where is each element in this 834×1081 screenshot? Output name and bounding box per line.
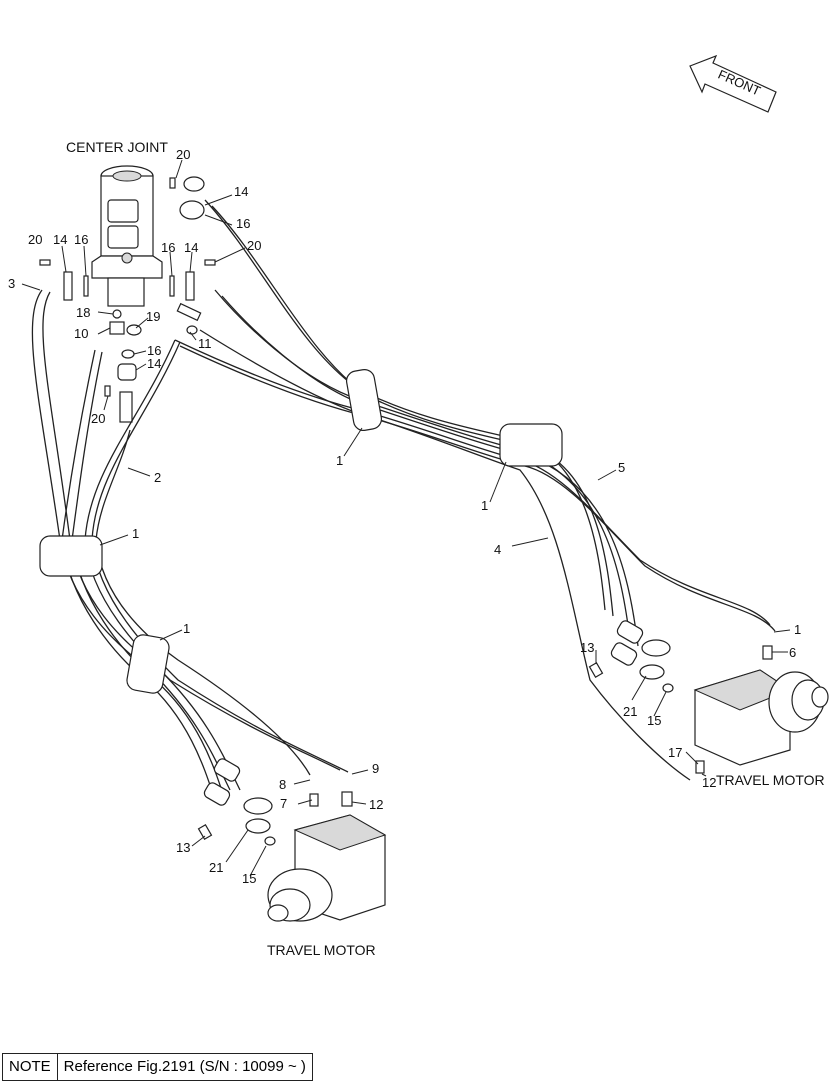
travel-motor-right-label: TRAVEL MOTOR [716,772,825,788]
leader-lines [21,159,791,877]
callout: 1 [183,621,190,636]
callout: 14 [53,232,67,247]
callout: 16 [74,232,88,247]
callout: 16 [147,343,161,358]
note-tag: NOTE [3,1054,58,1080]
callout: 1 [132,526,139,541]
callout: 13 [176,840,190,855]
callout: 5 [618,460,625,475]
callout: 10 [74,326,88,341]
callout: 7 [280,796,287,811]
travel-motor-right [588,620,829,774]
center-joint [91,165,163,307]
callout: 1 [336,453,343,468]
hose-clamps [39,369,563,694]
callout: 15 [647,713,661,728]
callout: 11 [198,336,212,351]
callout: 21 [623,704,637,719]
callout: 19 [146,309,160,324]
callout: 18 [76,305,90,320]
travel-motor-left-label: TRAVEL MOTOR [267,942,376,958]
hoses-left-bundle [31,289,349,801]
callout: 9 [372,761,379,776]
callout: 12 [702,775,716,790]
callout: 12 [369,797,383,812]
front-arrow: FRONT [689,54,777,113]
callout: 20 [176,147,190,162]
callout: 14 [234,184,248,199]
callout: 14 [184,240,198,255]
callout: 6 [789,645,796,660]
callout: 8 [279,777,286,792]
callout: 2 [154,470,161,485]
callout: 14 [147,356,161,371]
callout: 3 [8,276,15,291]
callout: 16 [161,240,175,255]
callout: 20 [91,411,105,426]
callout: 1 [481,498,488,513]
callout: 21 [209,860,223,875]
center-joint-label: CENTER JOINT [66,139,168,155]
callout-numbers: 20 14 16 20 14 16 16 14 20 3 18 19 10 11… [8,147,801,886]
callout: 15 [242,871,256,886]
note-box: NOTE Reference Fig.2191 (S/N : 10099 ~ ) [2,1053,313,1081]
callout: 13 [580,640,594,655]
callout: 4 [494,542,501,557]
note-text: Reference Fig.2191 (S/N : 10099 ~ ) [63,1058,306,1075]
callout: 17 [668,745,682,760]
callout: 1 [794,622,801,637]
callout: 20 [247,238,261,253]
callout: 16 [236,216,250,231]
travel-motor-left [197,758,387,922]
hoses-right-bundle [174,199,776,781]
callout: 20 [28,232,42,247]
